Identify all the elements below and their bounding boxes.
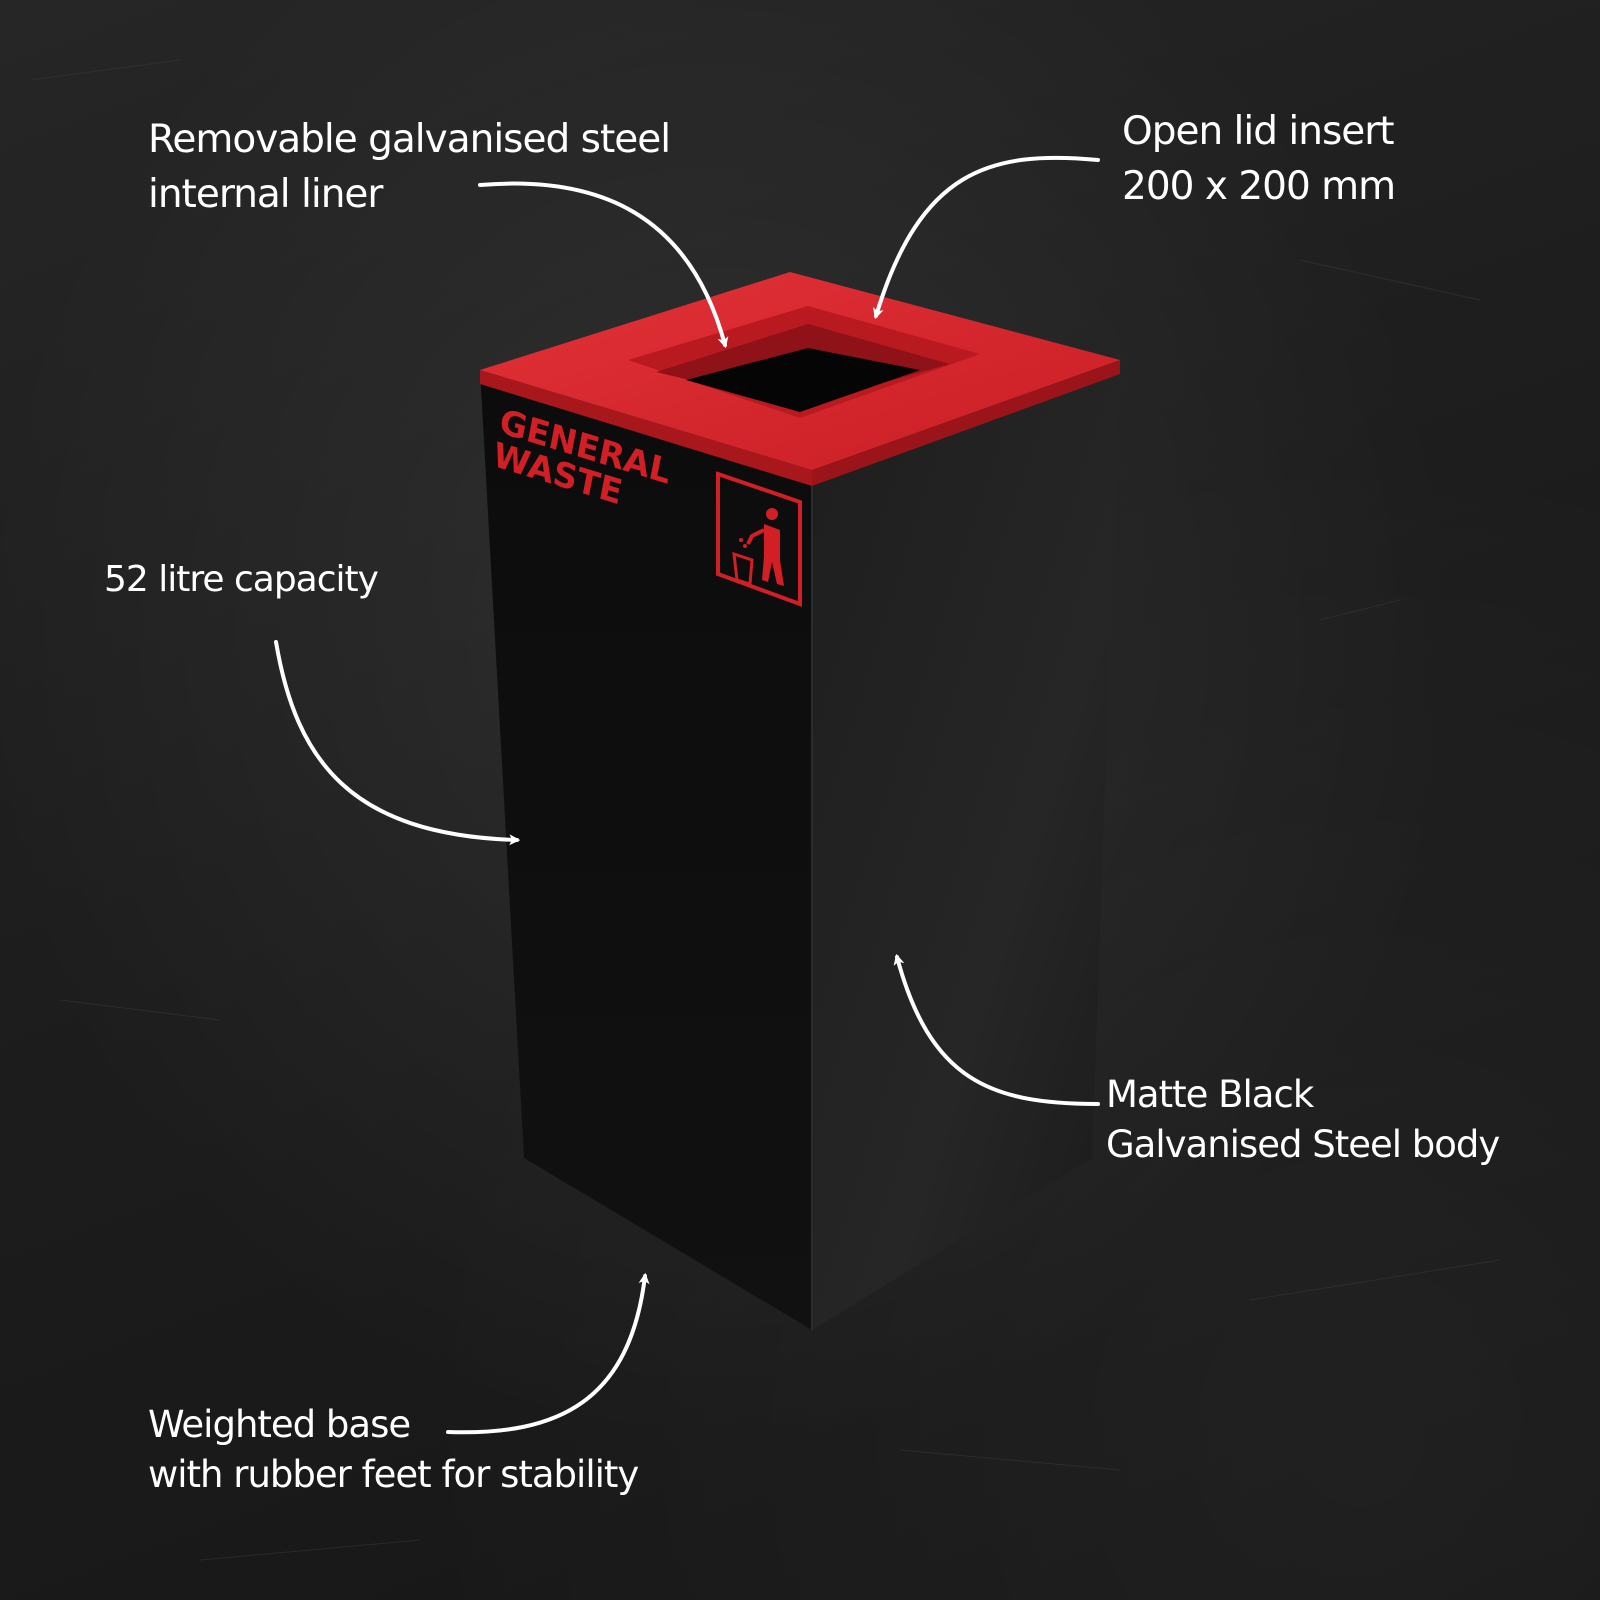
- callout-steel-body: Matte Black Galvanised Steel body: [1106, 1070, 1500, 1170]
- arrow-capacity: [274, 640, 521, 846]
- bin-left-face: [480, 370, 812, 1330]
- arrow-liner: [478, 181, 729, 349]
- callout-liner-line2: internal liner: [148, 172, 383, 217]
- litter-person-icon: [716, 471, 802, 607]
- lid-opening: [628, 306, 980, 418]
- callout-base-line2: with rubber feet for stability: [148, 1453, 639, 1496]
- callout-body-line2: Galvanised Steel body: [1106, 1123, 1500, 1166]
- lid-right-edge: [812, 360, 1120, 486]
- callout-base-line1: Weighted base: [148, 1403, 411, 1446]
- arrow-base: [446, 1272, 650, 1435]
- arrows: [274, 155, 1100, 1435]
- bin-right-face: [812, 360, 1120, 1330]
- callout-open-lid: Open lid insert 200 x 200 mm: [1122, 104, 1396, 214]
- callout-body-line1: Matte Black: [1106, 1073, 1314, 1116]
- lid-left-edge: [480, 370, 812, 486]
- background-texture: [29, 59, 1501, 1561]
- callout-lid-line2: 200 x 200 mm: [1122, 164, 1396, 209]
- arrow-body: [893, 953, 1100, 1106]
- callout-internal-liner: Removable galvanised steel internal line…: [148, 112, 671, 222]
- callout-lid-line1: Open lid insert: [1122, 109, 1395, 154]
- callout-weighted-base: Weighted base with rubber feet for stabi…: [148, 1400, 639, 1500]
- callout-liner-line1: Removable galvanised steel: [148, 117, 671, 162]
- callout-capacity: 52 litre capacity: [104, 552, 379, 607]
- arrow-lid: [872, 155, 1100, 320]
- callout-capacity-line1: 52 litre capacity: [104, 559, 379, 600]
